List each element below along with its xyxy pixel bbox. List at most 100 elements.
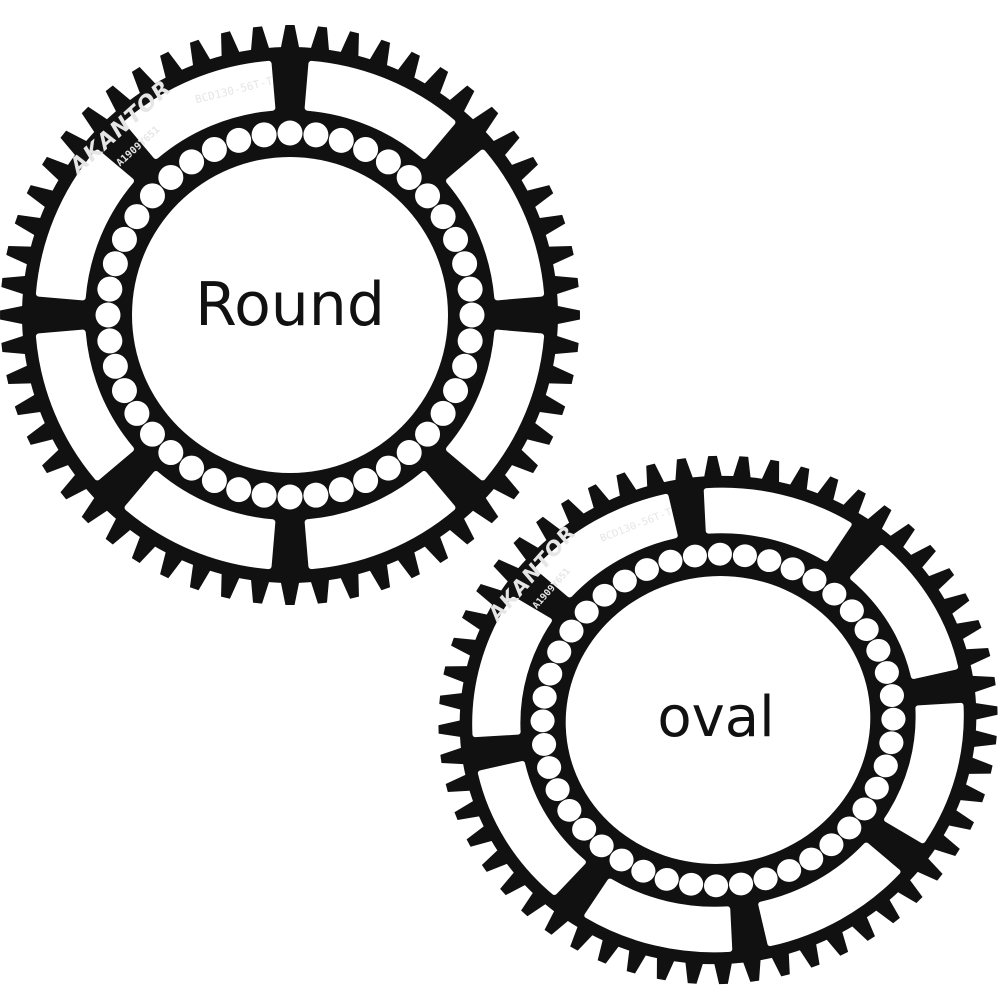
lightening-hole	[452, 251, 478, 277]
lightening-hole	[864, 776, 889, 800]
lightening-hole	[572, 817, 597, 841]
lightening-hole	[111, 378, 137, 404]
lightening-hole	[707, 542, 732, 566]
lightening-hole	[559, 619, 584, 643]
lightening-hole	[452, 353, 478, 379]
lightening-hole	[704, 874, 729, 898]
lightening-hole	[799, 847, 824, 871]
lightening-hole	[158, 164, 184, 190]
lightening-hole	[328, 477, 354, 503]
spoke-window	[884, 702, 964, 844]
lightening-hole	[854, 618, 879, 642]
lightening-hole	[777, 859, 802, 882]
lightening-hole	[682, 544, 707, 568]
lightening-hole	[753, 867, 778, 891]
lightening-hole	[822, 582, 847, 606]
lightening-hole	[375, 149, 401, 175]
lightening-hole	[415, 183, 441, 209]
lightening-hole	[873, 754, 898, 778]
lightening-hole	[277, 484, 303, 510]
center-opening	[565, 576, 871, 864]
lightening-hole	[179, 149, 205, 175]
lightening-hole	[415, 421, 441, 447]
lightening-hole	[574, 600, 599, 624]
lightening-hole	[97, 328, 123, 354]
lightening-hole	[375, 455, 401, 481]
lightening-hole	[124, 204, 150, 230]
lightening-hole	[547, 640, 572, 664]
lightening-hole	[537, 756, 562, 779]
lightening-hole	[866, 638, 891, 662]
lightening-hole	[634, 558, 659, 581]
lightening-hole	[530, 709, 555, 733]
lightening-hole	[457, 328, 483, 354]
spoke-window	[850, 545, 959, 679]
lightening-hole	[97, 276, 123, 302]
spoke-window	[584, 878, 733, 953]
lightening-hole	[589, 834, 614, 858]
lightening-hole	[609, 848, 634, 872]
lightening-hole	[124, 400, 150, 426]
lightening-hole	[658, 549, 683, 573]
lightening-hole	[201, 136, 227, 162]
spoke-window	[35, 329, 134, 481]
spoke-window	[472, 596, 552, 738]
spoke-window	[35, 149, 134, 301]
lightening-hole	[729, 872, 754, 896]
lightening-hole	[139, 183, 165, 209]
spoke-window	[304, 60, 456, 159]
lightening-hole	[139, 421, 165, 447]
lightening-hole	[226, 127, 252, 153]
lightening-hole	[396, 164, 422, 190]
lightening-hole	[158, 440, 184, 466]
lightening-hole	[679, 872, 704, 896]
spoke-window	[446, 329, 545, 481]
lightening-hole	[837, 816, 862, 840]
lightening-hole	[457, 276, 483, 302]
lightening-hole	[819, 833, 844, 857]
lightening-hole	[612, 569, 637, 593]
lightening-hole	[538, 662, 563, 686]
spoke-window	[477, 761, 586, 895]
lightening-hole	[201, 468, 227, 494]
lightening-hole	[303, 482, 329, 508]
lightening-hole	[532, 685, 557, 709]
lightening-hole	[654, 867, 679, 891]
lightening-hole	[226, 477, 252, 503]
spoke-window	[304, 471, 456, 570]
lightening-hole	[430, 400, 456, 426]
center-opening	[132, 157, 448, 473]
lightening-hole	[353, 136, 379, 162]
lightening-hole	[277, 120, 303, 146]
lightening-hole	[443, 378, 469, 404]
lightening-hole	[102, 251, 128, 277]
lightening-hole	[95, 302, 121, 328]
lightening-hole	[251, 482, 277, 508]
lightening-hole	[780, 557, 805, 581]
lightening-hole	[881, 707, 906, 731]
spoke-window	[535, 493, 678, 598]
lightening-hole	[328, 127, 354, 153]
lightening-hole	[396, 440, 422, 466]
lightening-hole	[557, 798, 582, 822]
lightening-hole	[874, 661, 899, 684]
spoke-window	[758, 842, 901, 947]
lightening-hole	[179, 455, 205, 481]
spoke-window	[703, 487, 852, 562]
lightening-hole	[251, 122, 277, 148]
lightening-hole	[879, 684, 904, 707]
lightening-hole	[353, 468, 379, 494]
spoke-window	[446, 149, 545, 301]
lightening-hole	[111, 226, 137, 252]
lightening-hole	[757, 549, 782, 573]
lightening-hole	[303, 122, 329, 148]
lightening-hole	[102, 353, 128, 379]
spoke-window	[124, 471, 276, 570]
lightening-hole	[839, 599, 864, 623]
lightening-hole	[545, 778, 570, 802]
lightening-hole	[430, 204, 456, 230]
lightening-hole	[802, 568, 827, 592]
spoke-window	[124, 60, 276, 159]
